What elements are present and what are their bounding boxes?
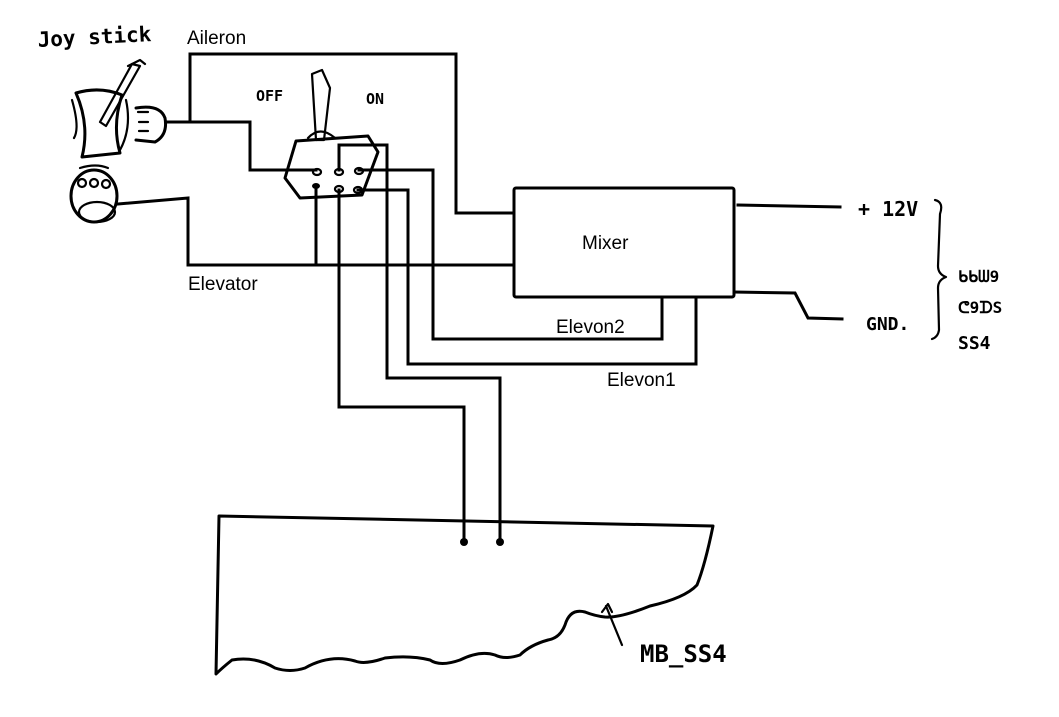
board-connection-dot [496, 538, 504, 546]
toggle-switch-icon [283, 68, 380, 200]
joystick-gimbal [74, 88, 124, 159]
elevator-label: Elevator [188, 274, 258, 295]
joystick-gimbal-arc-right [118, 98, 130, 152]
power-positive-label: + 12V [858, 197, 918, 221]
elevon2-wire [357, 168, 664, 341]
joystick-stick [98, 62, 142, 128]
elevator-pot-pin [88, 177, 100, 189]
switch-common-wire-a [337, 188, 466, 544]
elevator-pot-arc [78, 164, 110, 170]
mixer-label: Mixer [582, 233, 629, 254]
joystick-label: Joy stick [37, 22, 152, 52]
board-connection-dot [460, 538, 468, 546]
board-label: MB_SS4 [640, 640, 727, 668]
joystick-icon [69, 58, 167, 224]
elevon1-wire [356, 188, 698, 366]
elevator-pot-face [77, 200, 117, 224]
elevator-wire [116, 196, 516, 267]
elevator-pot-pin [76, 177, 88, 189]
toggle-collar [306, 130, 337, 140]
aileron-switch-wire [188, 120, 318, 172]
power-source-line-2: ᕦ9ᗪS [958, 298, 1002, 317]
joystick-gimbal-arc [70, 98, 78, 140]
toggle-body [283, 134, 380, 200]
switch-off-label: OFF [256, 87, 283, 105]
power-ground-label: GND. [866, 314, 909, 335]
switch-on-label: ON [366, 90, 384, 108]
aileron-pot-pins [136, 110, 150, 133]
switch-common-wire-b [337, 143, 502, 544]
power-ground-wire [732, 290, 844, 321]
mixer-box [512, 186, 736, 299]
board-outline [214, 514, 715, 676]
elevon1-label: Elevon1 [607, 370, 676, 391]
elevon2-label: Elevon2 [556, 317, 625, 338]
power-brace [930, 198, 948, 341]
power-source-line-1: ᑲᑲᗯ9 [958, 267, 999, 286]
power-positive-wire [736, 203, 842, 209]
joystick-stick-tip [126, 58, 147, 68]
elevator-pot-body [69, 168, 119, 224]
elevator-pot-pin [100, 178, 112, 190]
board-label-leader-tick [600, 602, 614, 614]
aileron-label: Aileron [187, 28, 246, 49]
board-label-leader [604, 604, 624, 647]
power-source-line-3: SS4 [958, 333, 991, 354]
aileron-pot [134, 105, 167, 144]
aileron-wire [166, 52, 516, 215]
toggle-lever [310, 68, 332, 142]
